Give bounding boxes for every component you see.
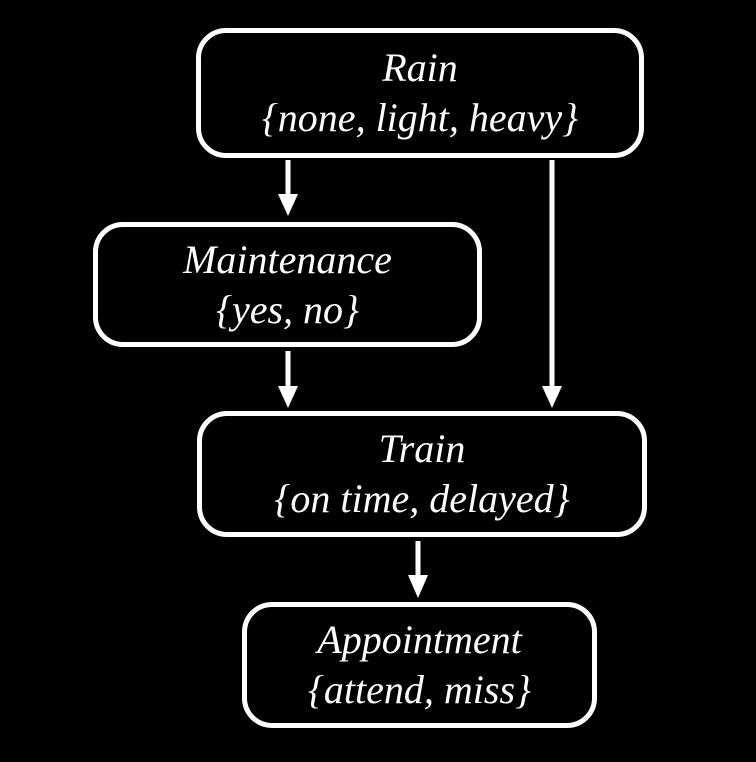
- node-appointment: Appointment {attend, miss}: [242, 602, 597, 728]
- node-appointment-label: Appointment: [317, 617, 522, 662]
- node-maintenance-values: {yes, no}: [215, 286, 360, 332]
- node-train-label: Train: [378, 426, 466, 471]
- node-appointment-values: {attend, miss}: [307, 667, 532, 712]
- node-rain-label: Rain: [382, 45, 458, 90]
- edge-maintenance-to-train-arrow: [278, 351, 298, 408]
- node-rain-values: {none, light, heavy}: [261, 95, 579, 140]
- node-train: Train {on time, delayed}: [197, 411, 647, 537]
- node-maintenance-label: Maintenance: [183, 236, 392, 282]
- node-rain: Rain {none, light, heavy}: [196, 28, 644, 158]
- node-train-values: {on time, delayed}: [274, 476, 570, 521]
- edge-train-to-appointment-arrow: [408, 541, 428, 598]
- edge-rain-to-train-arrow: [542, 160, 562, 408]
- edge-rain-to-maintenance-arrow: [278, 160, 298, 216]
- node-maintenance: Maintenance {yes, no}: [93, 222, 482, 347]
